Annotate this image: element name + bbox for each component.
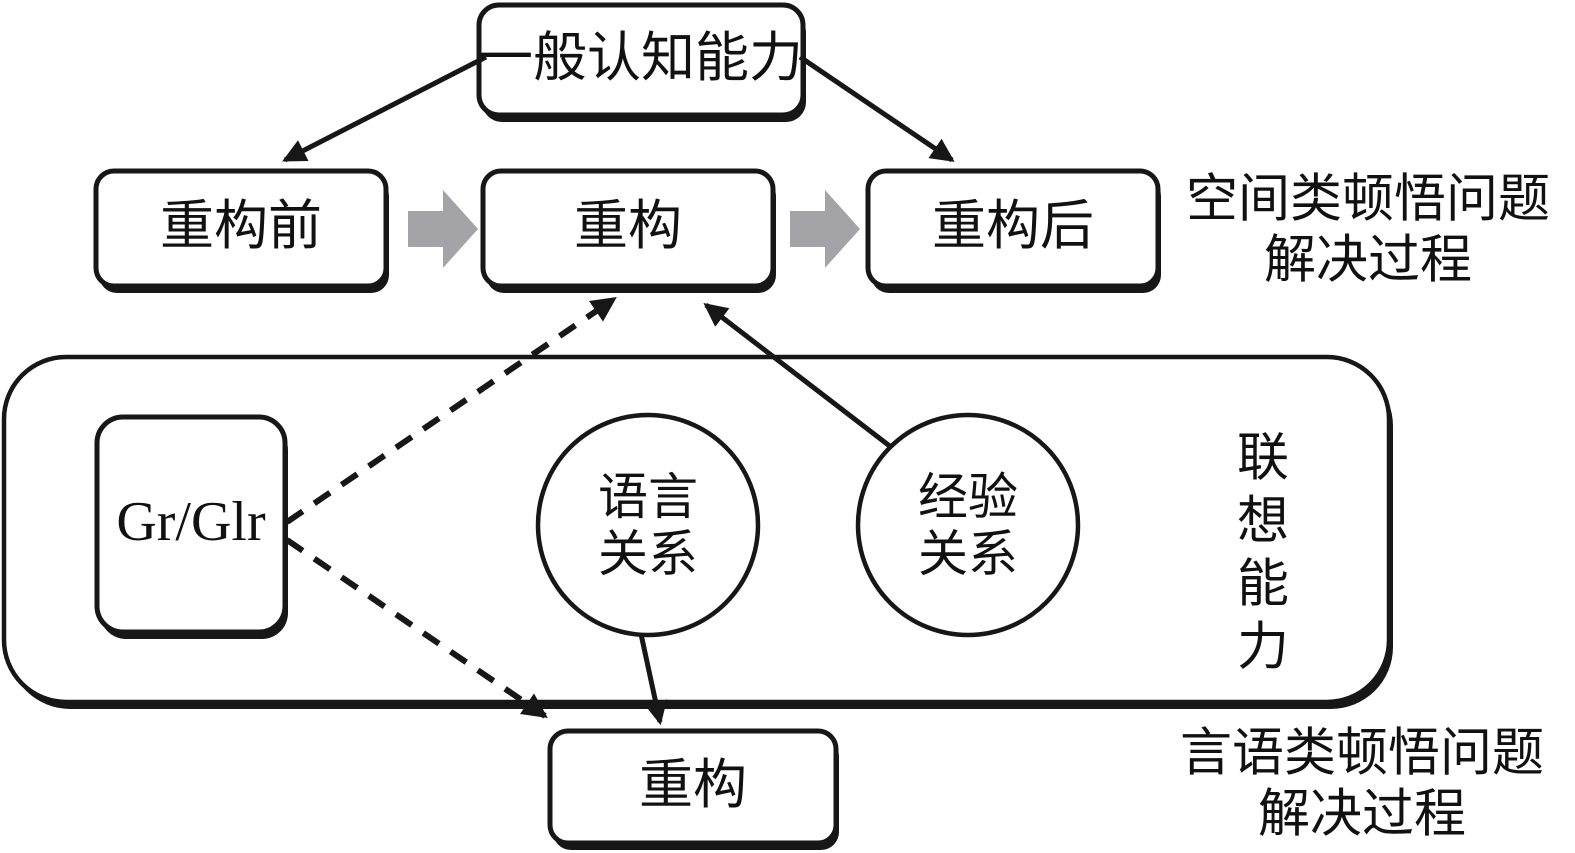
node-label-general-cognitive-ability: 一般认知能力 [479, 26, 803, 89]
node-label-language-relation-line-2: 关系 [598, 525, 698, 583]
node-restructuring-spatial[interactable]: 重构 [480, 168, 776, 293]
node-experience-relation[interactable]: 经验 关系 [855, 412, 1081, 638]
edge-language-to-verbal-restructuring [638, 633, 668, 726]
block-arrow-during-to-after [790, 190, 860, 268]
edge-experience-to-spatial-restructuring [703, 303, 893, 449]
node-circle [535, 412, 761, 638]
label-associative-char-2: 想 [1237, 492, 1289, 552]
label-associative-char-1: 联 [1237, 429, 1289, 489]
node-label-before-restructuring: 重构前 [160, 194, 322, 257]
node-rect [865, 168, 1161, 289]
label-associative-ability: 联 想 能 力 [1237, 429, 1289, 678]
edge-top-to-after [798, 54, 955, 163]
label-verbal-line-1: 言语类顿悟问题 [1180, 724, 1544, 784]
label-associative-char-4: 力 [1237, 618, 1289, 678]
node-rect [480, 168, 776, 289]
block-arrow-before-to-during [408, 190, 478, 268]
label-associative-char-3: 能 [1237, 555, 1289, 615]
node-label-experience-relation-line-2: 关系 [918, 525, 1018, 583]
label-spatial-line-2: 解决过程 [1264, 231, 1472, 291]
node-label-language-relation-line-1: 语言 [598, 468, 698, 526]
label-spatial-line-1: 空间类顿悟问题 [1186, 170, 1550, 230]
node-after-restructuring[interactable]: 重构后 [865, 168, 1161, 293]
node-rect [94, 414, 288, 635]
node-restructuring-verbal[interactable]: 重构 [547, 728, 839, 850]
label-verbal-line-2: 解决过程 [1258, 785, 1466, 845]
label-verbal-insight-process: 言语类顿悟问题 解决过程 [1180, 724, 1544, 845]
node-label-restructuring-verbal: 重构 [639, 753, 747, 816]
node-general-cognitive-ability[interactable]: 一般认知能力 [476, 2, 806, 122]
node-circle [855, 412, 1081, 638]
node-label-experience-relation-line-1: 经验 [918, 468, 1018, 526]
label-spatial-insight-process: 空间类顿悟问题 解决过程 [1186, 170, 1550, 291]
node-before-restructuring[interactable]: 重构前 [93, 168, 389, 293]
node-language-relation[interactable]: 语言 关系 [535, 412, 761, 638]
node-rect [93, 168, 389, 289]
edge-top-to-before [282, 54, 488, 163]
node-label-restructuring-spatial: 重构 [574, 194, 682, 257]
node-gr-glr[interactable]: Gr/Glr [94, 414, 288, 639]
node-label-after-restructuring: 重构后 [932, 194, 1094, 257]
node-rect [547, 728, 839, 846]
node-label-gr-glr: Gr/Glr [116, 491, 266, 553]
